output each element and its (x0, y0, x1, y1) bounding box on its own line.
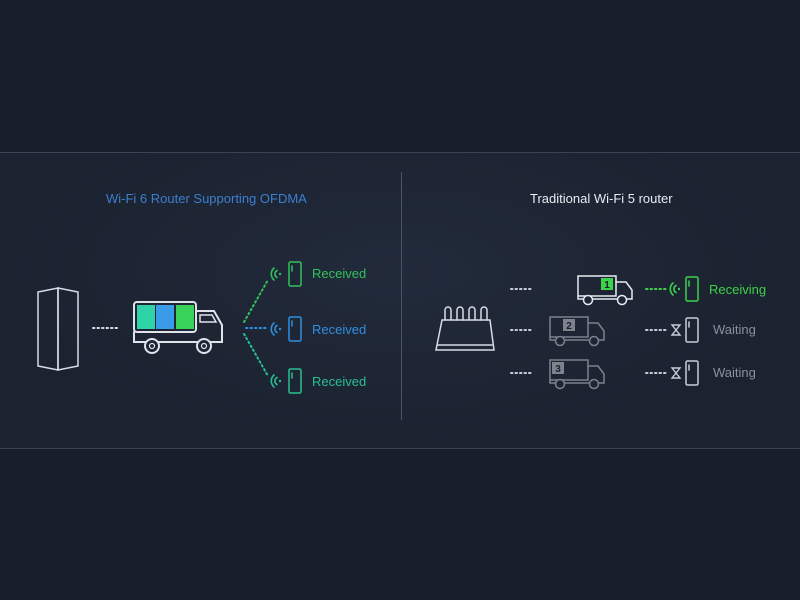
wifi5-status-3: Waiting (713, 365, 756, 380)
cargo-block (137, 305, 155, 329)
panel-divider (401, 172, 402, 420)
cargo-block (176, 305, 194, 329)
wifi-signal-icon (270, 374, 282, 388)
phone-icon (685, 360, 699, 386)
truck-number: 2 (566, 321, 572, 332)
wifi-signal-icon (270, 322, 282, 336)
truck-icon: 1 (577, 275, 633, 306)
hourglass-icon (670, 367, 682, 379)
wifi5-status-2: Waiting (713, 322, 756, 337)
ofdma-links (243, 279, 269, 377)
wifi5-status-1: Receiving (709, 282, 767, 297)
phone-icon (288, 368, 302, 394)
hourglass-icon (670, 324, 682, 336)
phone-icon (685, 317, 699, 343)
phone-icon (288, 316, 302, 342)
truck-number: 3 (555, 364, 561, 375)
phone-icon (288, 261, 302, 287)
cargo-block (156, 305, 174, 329)
wifi6-router-icon (37, 287, 79, 371)
wifi-signal-icon (669, 282, 681, 296)
wifi-signal-icon (270, 267, 282, 281)
delivery-truck-icon (133, 301, 223, 354)
phone-icon (685, 276, 699, 302)
device-status-3: Received (312, 374, 367, 389)
wifi5-title: Traditional Wi-Fi 5 router (530, 191, 673, 206)
device-status-2: Received (312, 322, 367, 337)
wifi6-title: Wi-Fi 6 Router Supporting OFDMA (106, 191, 307, 206)
truck-number: 1 (604, 280, 610, 291)
device-status-1: Received (312, 266, 367, 281)
wifi5-router-icon (435, 306, 495, 351)
comparison-banner (0, 152, 800, 449)
truck-icon: 3 (549, 359, 605, 390)
truck-icon: 2 (549, 316, 605, 347)
